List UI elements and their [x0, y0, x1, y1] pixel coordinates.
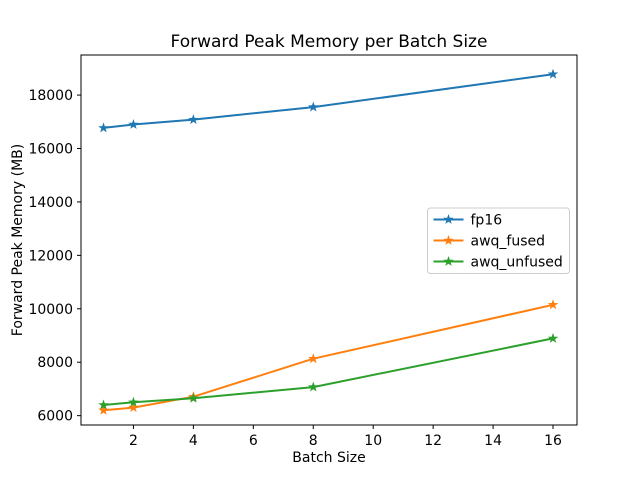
chart-title: Forward Peak Memory per Batch Size [171, 32, 488, 52]
legend-star-icon [443, 235, 454, 245]
x-tick-label: 6 [249, 433, 258, 449]
series-markers-fp16 [98, 68, 559, 133]
legend-item-awq_fused: awq_fused [433, 234, 546, 250]
x-tick-label: 2 [129, 433, 138, 449]
legend-label: awq_unfused [471, 255, 563, 271]
x-tick-label: 4 [189, 433, 198, 449]
legend-star-icon [443, 214, 454, 224]
legend-item-fp16: fp16 [433, 213, 503, 229]
y-tick-label: 12000 [28, 248, 73, 264]
y-tick-label: 14000 [28, 195, 73, 211]
series-line-awq_unfused [103, 337, 554, 406]
legend-star-icon [443, 256, 454, 266]
y-tick-label: 16000 [28, 142, 73, 158]
x-tick-label: 12 [424, 433, 442, 449]
y-tick-label: 8000 [37, 355, 73, 371]
legend-item-awq_unfused: awq_unfused [433, 255, 563, 271]
series-markers-awq_unfused [98, 332, 559, 410]
series-markers-awq_fused [98, 299, 559, 415]
y-tick-label: 18000 [28, 88, 73, 104]
x-tick-label: 8 [309, 433, 318, 449]
series-line-fp16 [103, 73, 554, 129]
y-tick-label: 6000 [37, 409, 73, 425]
y-tick-label: 10000 [28, 302, 73, 318]
series-line-awq_fused [103, 303, 554, 412]
x-tick-label: 16 [544, 433, 562, 449]
legend-box [427, 207, 570, 274]
plot-layer: 2 4 6 8 10 12 14 16 6000 8000 10000 12000 14000 16000… [28, 54, 578, 449]
x-tick-label: 10 [364, 433, 382, 449]
legend: fp16 awq_fused awq_unfused [427, 207, 570, 274]
x-axis-label: Batch Size [292, 450, 365, 466]
x-tick-label: 14 [484, 433, 502, 449]
legend-label: awq_fused [471, 234, 546, 250]
plot-area [80, 54, 578, 426]
y-axis-label: Forward Peak Memory (MB) [10, 144, 26, 336]
legend-label: fp16 [471, 213, 503, 229]
